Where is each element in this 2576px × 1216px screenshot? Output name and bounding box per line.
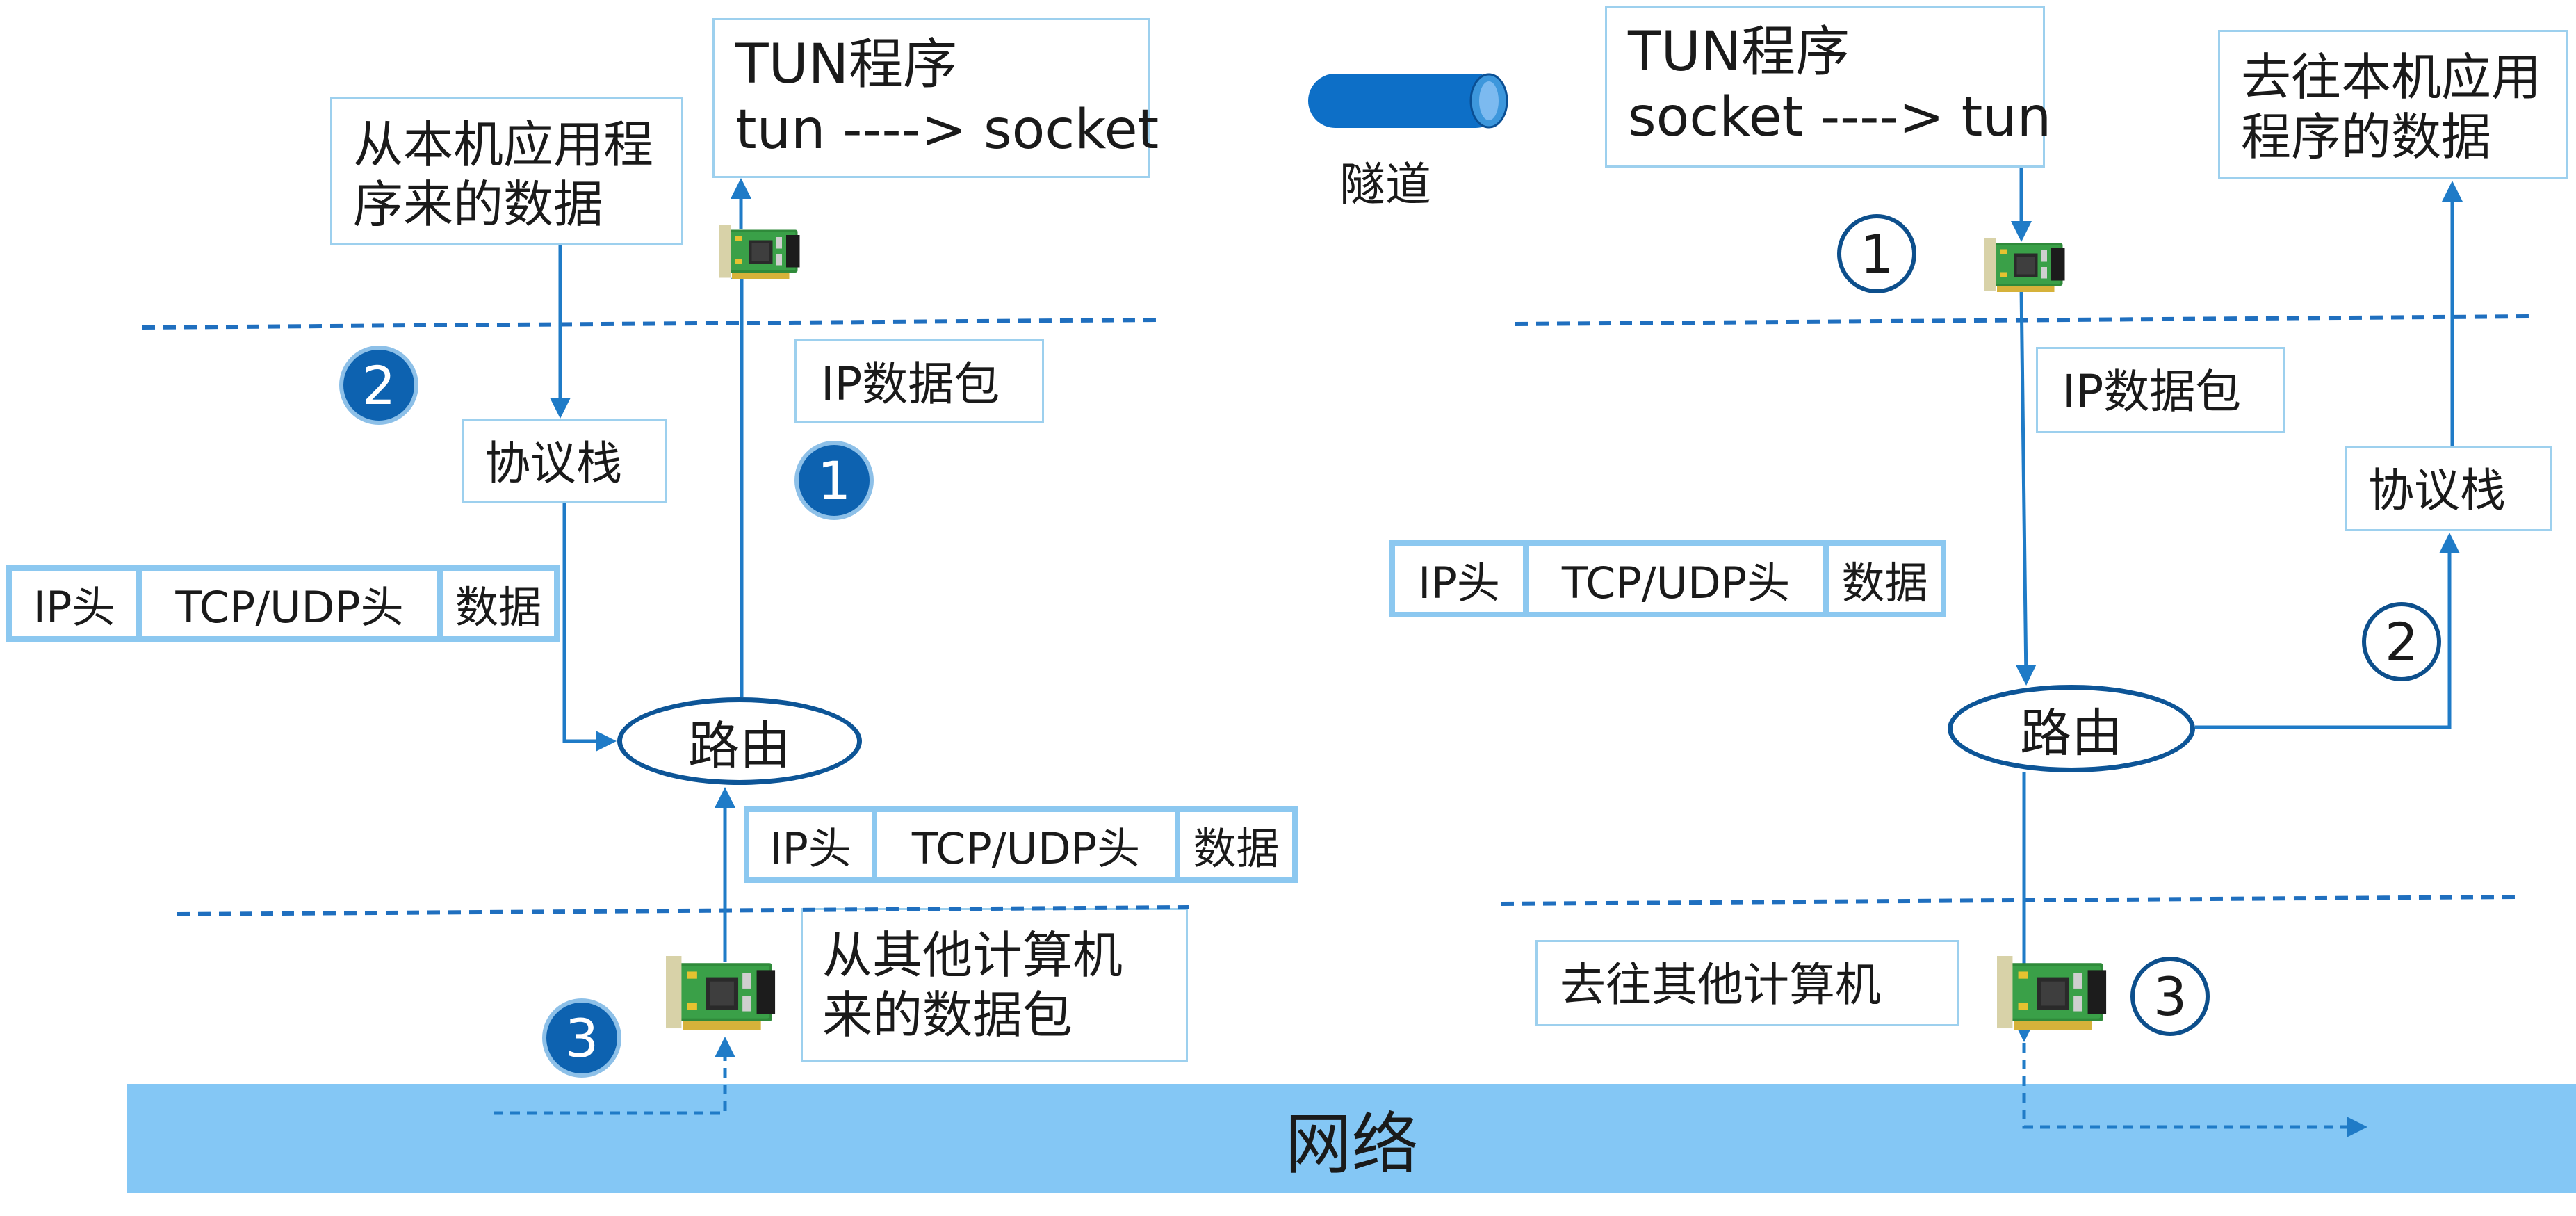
left-router: 路由 xyxy=(617,697,862,785)
left-tun-title: TUN程序 xyxy=(735,33,958,96)
right-step-1: 1 xyxy=(1837,214,1916,293)
right-tun-direction: socket ----> tun xyxy=(1628,86,2052,149)
left-ip-packet-label: IP数据包 xyxy=(794,339,1044,423)
network-card-icon xyxy=(1984,238,2065,292)
tunnel-pipe-icon xyxy=(1308,73,1508,129)
packet-payload: 数据 xyxy=(437,571,554,636)
packet-tcp-udp-header: TCP/UDP头 xyxy=(1523,546,1823,612)
tunnel-label: 隧道 xyxy=(1339,158,1431,211)
network-card-icon xyxy=(1997,956,2107,1030)
left-protocol-stack: 协议栈 xyxy=(462,419,667,503)
right-tun-program-box: TUN程序 socket ----> tun xyxy=(1605,6,2052,168)
left-tun-program-box: TUN程序 tun ----> socket xyxy=(712,18,1159,178)
left-tun-direction: tun ----> socket xyxy=(735,98,1159,161)
right-app-line-1: 去往本机应用 xyxy=(2241,48,2542,106)
left-step-1: 1 xyxy=(794,441,874,520)
right-app-line-2: 程序的数据 xyxy=(2241,108,2492,167)
right-app-data-box: 去往本机应用 程序的数据 xyxy=(2218,30,2568,179)
left-step-3: 3 xyxy=(542,998,621,1078)
packet-ip-header: IP头 xyxy=(769,823,851,874)
network-card-icon xyxy=(666,956,776,1030)
right-packet: IP头 TCP/UDP头 数据 xyxy=(1389,540,1946,617)
dashed-dividers xyxy=(142,314,2531,916)
left-packet-upper: IP头 TCP/UDP头 数据 xyxy=(6,565,560,642)
right-tun-title: TUN程序 xyxy=(1628,21,1850,83)
right-protocol-stack: 协议栈 xyxy=(2345,446,2552,531)
packet-ip-header: IP头 xyxy=(33,582,115,633)
left-app-line-1: 从本机应用程 xyxy=(353,115,654,174)
right-step-2: 2 xyxy=(2362,602,2441,681)
left-app-data-box: 从本机应用程 序来的数据 xyxy=(330,97,683,245)
packet-payload: 数据 xyxy=(1175,812,1292,877)
left-step-2: 2 xyxy=(339,346,418,425)
packet-tcp-udp-header: TCP/UDP头 xyxy=(872,812,1175,877)
packet-ip-header: IP头 xyxy=(1418,557,1500,608)
left-incoming-box: 从其他计算机 来的数据包 xyxy=(801,908,1188,1062)
left-incoming-line-2: 来的数据包 xyxy=(822,986,1073,1045)
network-band: 网络 xyxy=(127,1084,2576,1193)
right-step-3: 3 xyxy=(2130,957,2210,1036)
left-app-line-2: 序来的数据 xyxy=(353,175,604,234)
packet-payload: 数据 xyxy=(1823,546,1941,612)
left-incoming-line-1: 从其他计算机 xyxy=(822,926,1123,984)
left-packet-lower: IP头 TCP/UDP头 数据 xyxy=(744,806,1298,883)
network-card-icon xyxy=(719,225,800,279)
right-outgoing-box: 去往其他计算机 xyxy=(1535,940,1959,1026)
right-ip-packet-label: IP数据包 xyxy=(2036,347,2285,433)
right-router: 路由 xyxy=(1948,685,2195,772)
packet-tcp-udp-header: TCP/UDP头 xyxy=(136,571,437,636)
network-label: 网络 xyxy=(1285,1105,1419,1183)
